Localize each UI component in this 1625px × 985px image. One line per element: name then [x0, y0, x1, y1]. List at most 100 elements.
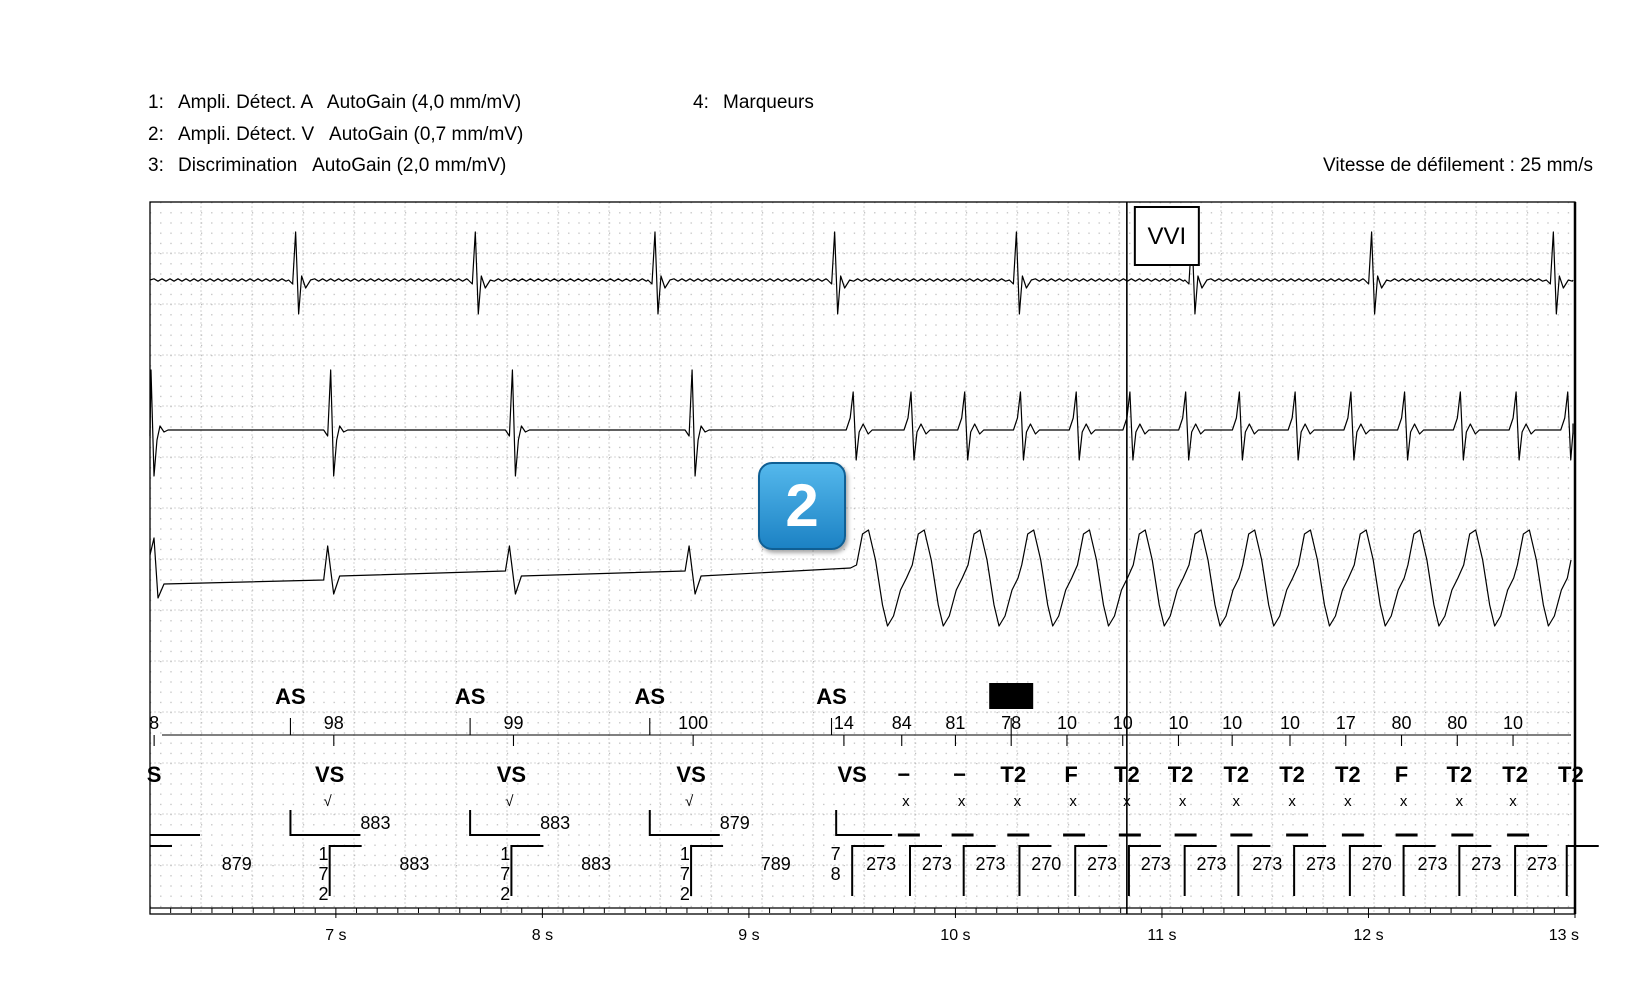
av-step — [289, 810, 361, 836]
legend-channel-3-label: Discrimination — [178, 155, 298, 176]
legend-channel-2-gain: AutoGain (0,7 mm/mV) — [329, 124, 524, 145]
ventricular-marker: T2 — [1168, 762, 1194, 787]
atrial-sense-marker: AS — [635, 684, 666, 709]
vv-interval-value: 273 — [1141, 854, 1171, 874]
refractory-digit: 7 — [680, 864, 690, 884]
atrial-sense-marker: AS — [455, 684, 486, 709]
x-mark: x — [958, 793, 966, 810]
atrial-sense-marker: AS — [816, 684, 847, 709]
x-mark: x — [1400, 793, 1408, 810]
ventricular-marker: T2 — [1447, 762, 1473, 787]
x-mark: x — [1456, 793, 1464, 810]
ventricular-marker: F — [1395, 762, 1408, 787]
legend-channel-3-number: 3: — [148, 155, 164, 176]
vv-interval-value: 273 — [1306, 854, 1336, 874]
vv-bracket — [690, 845, 724, 896]
x-mark: x — [1014, 793, 1022, 810]
vv-interval-value: 270 — [1031, 854, 1061, 874]
vv-bracket — [1237, 845, 1271, 896]
atrial-interval-value: 8 — [149, 713, 159, 733]
vv-interval-value: 273 — [1252, 854, 1282, 874]
vv-interval-value: 883 — [581, 854, 611, 874]
vv-interval-value: 273 — [866, 854, 896, 874]
refractory-digit: 2 — [680, 884, 690, 904]
legend-channel-1: 1:Ampli. Détect. A AutoGain (4,0 mm/mV) — [148, 92, 521, 114]
vv-interval-value: 273 — [1087, 854, 1117, 874]
atrial-interval-value: 80 — [1447, 713, 1467, 733]
legend-channel-1-number: 1: — [148, 92, 164, 113]
av-interval-value: 883 — [360, 813, 390, 833]
refractory-digit: 1 — [318, 844, 328, 864]
ventricular-marker: VS — [497, 762, 526, 787]
atrial-interval-value: 10 — [1222, 713, 1242, 733]
time-axis-label: 9 s — [738, 927, 759, 944]
atrial-refractory-marker-bg — [989, 683, 1034, 709]
av-step — [469, 810, 541, 836]
vv-bracket — [1402, 845, 1436, 896]
ventricular-marker: VS — [676, 762, 705, 787]
atrial-interval-value: 98 — [324, 713, 344, 733]
vv-bracket — [1565, 845, 1599, 896]
vv-bracket — [1458, 845, 1492, 896]
atrial-interval-value: 100 — [678, 713, 708, 733]
legend-channel-2-label: Ampli. Détect. V — [178, 124, 315, 145]
vv-bracket — [909, 845, 942, 896]
vv-bracket — [1293, 845, 1327, 896]
atrial-interval-value: 10 — [1503, 713, 1523, 733]
refractory-digit: 7 — [831, 844, 841, 864]
traces — [149, 231, 1574, 627]
refractory-digit: 2 — [500, 884, 510, 904]
x-mark: x — [902, 793, 910, 810]
vv-bracket — [510, 845, 544, 896]
x-mark: x — [1069, 793, 1077, 810]
vv-bracket — [328, 845, 362, 896]
ventricular-marker: T2 — [1335, 762, 1361, 787]
atrial-interval-value: 17 — [1336, 713, 1356, 733]
vv-bracket — [1074, 845, 1108, 896]
trace-discrimination — [149, 529, 1572, 627]
x-mark: x — [1288, 793, 1296, 810]
ventricular-marker: F — [1064, 762, 1077, 787]
x-mark: x — [1344, 793, 1352, 810]
av-interval-value: 883 — [540, 813, 570, 833]
vv-bracket — [851, 845, 885, 896]
atrial-interval-value: 78 — [1001, 713, 1021, 733]
trace-atrial-egm — [149, 231, 1574, 315]
ventricular-marker: T2 — [1558, 762, 1584, 787]
step-badge: 2 — [758, 462, 846, 550]
scroll-speed: Vitesse de défilement : 25 mm/s — [1323, 155, 1593, 176]
legend-channel-2-number: 2: — [148, 124, 164, 145]
vv-interval-value: 273 — [1471, 854, 1501, 874]
av-step — [648, 810, 720, 836]
atrial-refractory-marker: AR — [995, 684, 1027, 709]
ventricular-marker: − — [953, 762, 966, 787]
legend-channel-1-label: Ampli. Détect. A — [178, 92, 313, 113]
refractory-digit: 7 — [500, 864, 510, 884]
legend-channel-3: 3:Discrimination AutoGain (2,0 mm/mV) — [148, 155, 506, 177]
atrial-interval-value: 14 — [834, 713, 854, 733]
time-axis-label: 11 s — [1147, 927, 1176, 944]
av-interval-value: 879 — [720, 813, 750, 833]
vv-bracket — [1183, 845, 1217, 896]
trace-ventricular-egm — [149, 369, 1574, 477]
time-axis-label: 12 s — [1353, 927, 1383, 944]
ventricular-marker: VS — [315, 762, 344, 787]
ventricular-marker: T2 — [1000, 762, 1026, 787]
vv-interval-value: 273 — [1196, 854, 1226, 874]
mode-label: VVI — [1148, 223, 1187, 250]
atrial-interval-value: 10 — [1280, 713, 1300, 733]
time-axis-label: 10 s — [940, 927, 970, 944]
atrial-interval-value: 81 — [945, 713, 965, 733]
refractory-digit: 1 — [680, 844, 690, 864]
ventricular-marker: − — [897, 762, 910, 787]
vv-interval-value: 273 — [1527, 854, 1557, 874]
refractory-digit: 8 — [831, 864, 841, 884]
atrial-interval-value: 99 — [503, 713, 523, 733]
vv-bracket — [962, 845, 996, 896]
atrial-sense-marker: AS — [275, 684, 306, 709]
ventricular-marker: T2 — [1223, 762, 1249, 787]
check-mark: √ — [505, 793, 514, 810]
